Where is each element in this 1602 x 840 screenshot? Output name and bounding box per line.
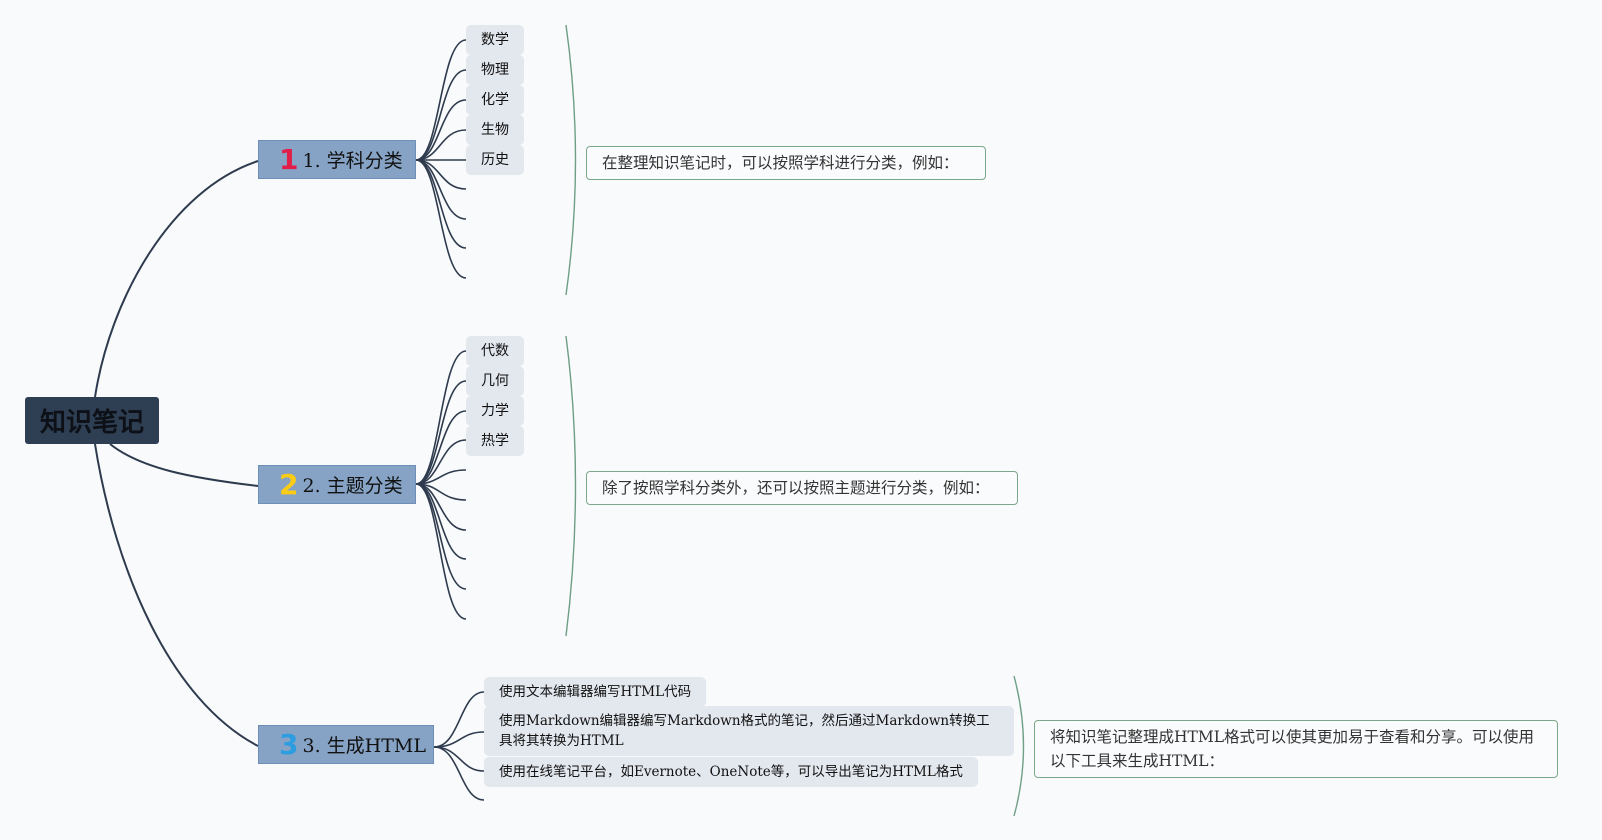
leaf-node[interactable]: 数学 [466, 25, 524, 55]
branch1-fan [415, 39, 467, 279]
link-root-branch3 [94, 443, 259, 747]
link-root-branch1 [94, 160, 259, 398]
bracket-1 [565, 24, 577, 296]
note-topic[interactable]: 除了按照学科分类外，还可以按照主题进行分类，例如： [586, 471, 1018, 505]
leaf-node[interactable]: 代数 [466, 336, 524, 366]
branch-node-topic[interactable]: 2 2. 主题分类 [258, 465, 416, 504]
root-node[interactable]: 知识笔记 [25, 397, 159, 444]
leaf-node[interactable]: 物理 [466, 55, 524, 85]
number-3-icon: 3 [279, 728, 299, 761]
link-root-branch2 [109, 443, 259, 487]
branch-label: 3. 生成HTML [302, 735, 426, 757]
branch-label: 2. 主题分类 [302, 475, 403, 497]
leaf-node[interactable]: 使用文本编辑器编写HTML代码 [484, 677, 707, 707]
number-2-icon: 2 [279, 468, 299, 501]
branch-node-subject[interactable]: 1 1. 学科分类 [258, 140, 416, 179]
bracket-3 [1013, 675, 1025, 817]
branch3-fan [433, 691, 485, 801]
number-1-icon: 1 [279, 143, 299, 176]
branch2-fan [415, 350, 467, 620]
note-subject[interactable]: 在整理知识笔记时，可以按照学科进行分类，例如： [586, 146, 986, 180]
leaf-node[interactable]: 热学 [466, 426, 524, 456]
leaf-node[interactable]: 历史 [466, 145, 524, 175]
leaf-node[interactable]: 化学 [466, 85, 524, 115]
root-label: 知识笔记 [39, 408, 144, 438]
leaf-node[interactable]: 使用Markdown编辑器编写Markdown格式的笔记，然后通过Markdow… [484, 706, 1014, 756]
note-html[interactable]: 将知识笔记整理成HTML格式可以使其更加易于查看和分享。可以使用以下工具来生成H… [1034, 720, 1558, 778]
branch-node-html[interactable]: 3 3. 生成HTML [258, 725, 434, 764]
leaf-node[interactable]: 几何 [466, 366, 524, 396]
leaf-node[interactable]: 生物 [466, 115, 524, 145]
leaf-node[interactable]: 力学 [466, 396, 524, 426]
leaf-node[interactable]: 使用在线笔记平台，如Evernote、OneNote等，可以导出笔记为HTML格… [484, 757, 978, 787]
branch-label: 1. 学科分类 [302, 150, 403, 172]
bracket-2 [565, 335, 577, 637]
